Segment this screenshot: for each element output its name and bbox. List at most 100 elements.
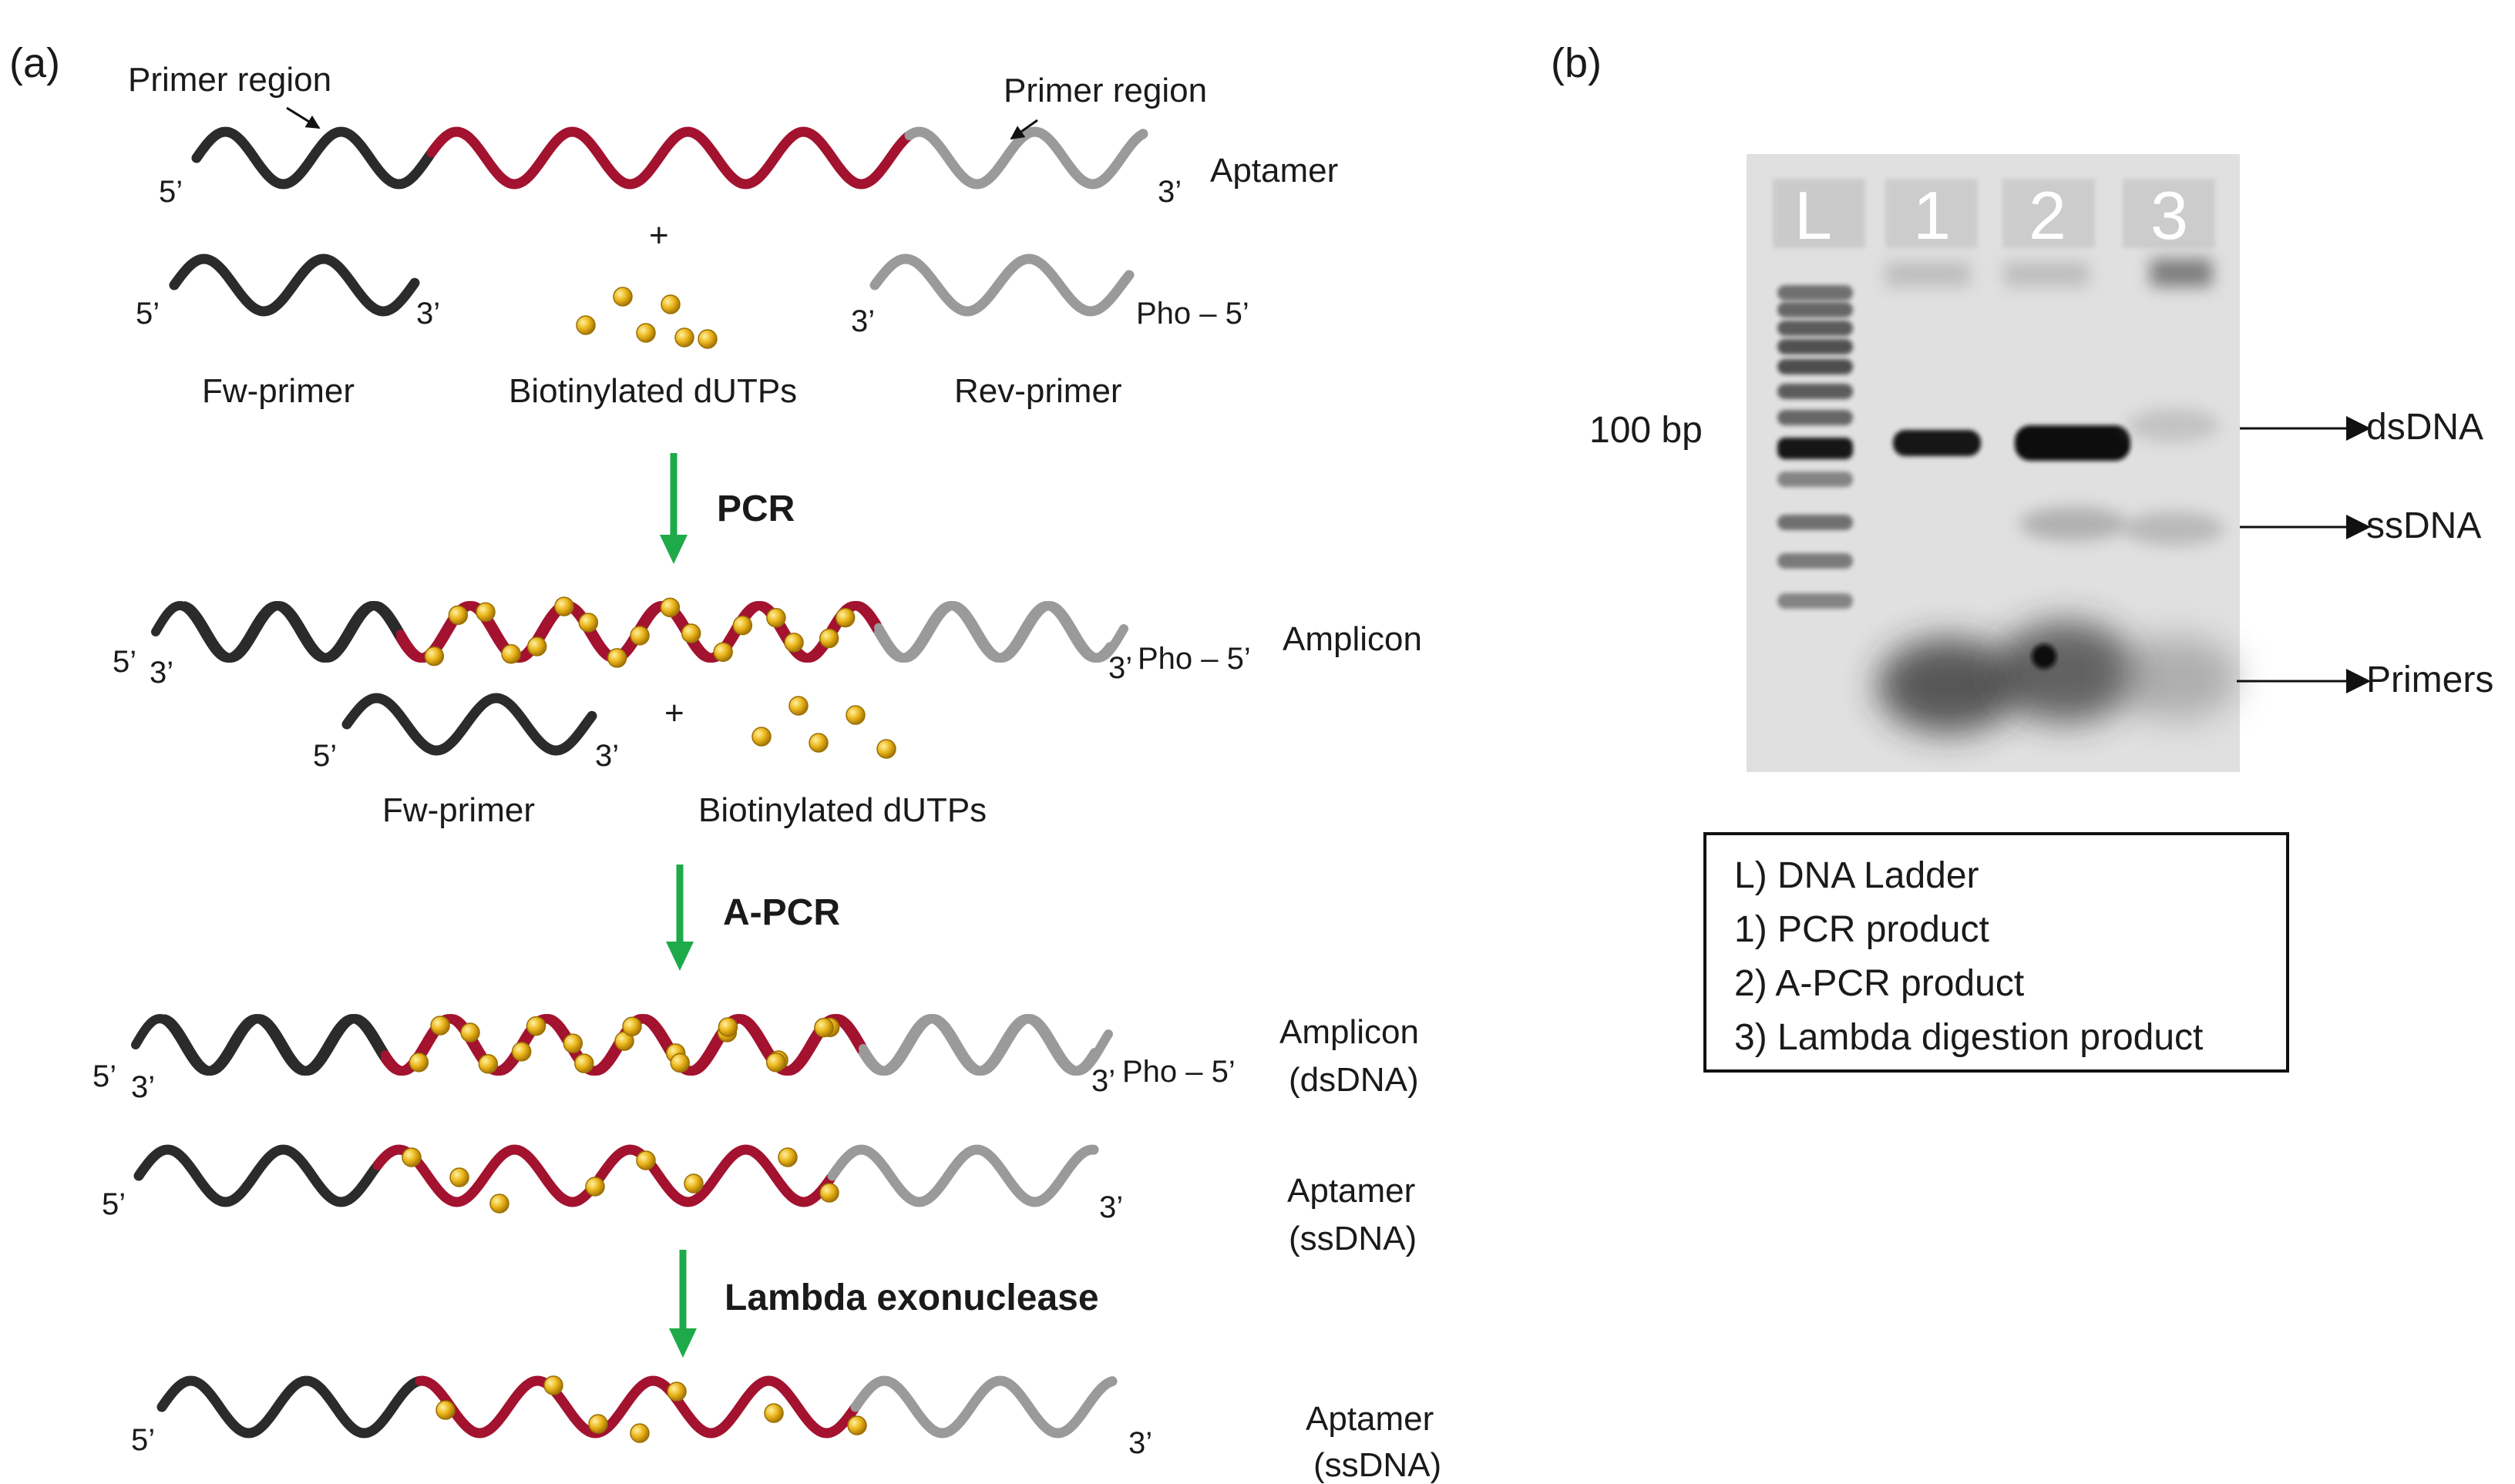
amplicon2-biotin <box>670 1053 690 1073</box>
well-residue-1 <box>1885 262 1970 287</box>
dutp-bead-2 <box>809 733 829 753</box>
amplicon1-biotin <box>630 626 650 646</box>
amplicon1-biotin <box>554 596 574 616</box>
aptamer-ss2-name-line1: Aptamer <box>1306 1400 1434 1438</box>
lane3-faint-band <box>2127 408 2220 442</box>
amplicon1-biotin <box>732 615 753 636</box>
plus-sign-1: + <box>649 217 669 254</box>
amplicon1-biotin <box>660 597 681 618</box>
amplicon1-biotin <box>526 636 547 656</box>
amplicon2-biotin <box>430 1016 450 1036</box>
aptamer-ss2-name-line2: (ssDNA) <box>1313 1446 1441 1484</box>
primer-region-label-right: Primer region <box>1004 72 1207 109</box>
aptamer-template-fw-region <box>191 126 435 190</box>
dutp-bead-1 <box>674 327 694 347</box>
aptamer-ss1-aptamer-region <box>372 1144 836 1207</box>
step-apcr-label: A-PCR <box>723 892 840 933</box>
aptamer-ss2-biotin <box>630 1423 650 1443</box>
primer-region-label-left: Primer region <box>128 61 331 99</box>
fw-primer-strand <box>169 253 420 317</box>
fw-primer2-3prime: 3’ <box>595 739 619 773</box>
ladder-band <box>1777 384 1853 399</box>
lane-label-ladder: L <box>1794 177 1832 253</box>
aptamer-ss2-fw-region <box>156 1375 424 1439</box>
amplicon1-name: Amplicon <box>1283 620 1422 658</box>
amplicon1-biotin <box>766 608 786 628</box>
amplicon2-biotin <box>460 1022 480 1042</box>
aptamer-ss1-3prime: 3’ <box>1099 1190 1123 1224</box>
apcr-arrow-head <box>666 942 694 971</box>
plus-sign-2: + <box>664 694 684 732</box>
amplicon1-bottom-rev-region <box>874 600 1128 663</box>
aptamer-ss2-biotin <box>435 1400 456 1420</box>
ladder-band <box>1777 593 1853 609</box>
amplicon2-biotin <box>478 1053 499 1074</box>
rev-primer-3prime: 3’ <box>851 304 875 338</box>
well-lane-3 <box>2123 179 2215 248</box>
aptamer-ss1-name-line1: Aptamer <box>1287 1172 1415 1210</box>
ladder-band <box>1777 472 1853 487</box>
primers-arrowhead <box>2346 669 2371 693</box>
amplicon2-biotin <box>718 1017 738 1037</box>
amplicon2-name-line2: (dsDNA) <box>1289 1061 1419 1099</box>
amplicon2-biotin <box>622 1016 642 1037</box>
amplicon1-3prime-right: 3’ <box>1108 651 1132 685</box>
aptamer-ss1-rev-region <box>827 1144 1099 1207</box>
dutp-bead-2 <box>751 727 772 747</box>
amplicon1-biotin <box>713 642 733 662</box>
aptamer-ss1-biotin <box>778 1147 798 1167</box>
ladder-band <box>1777 321 1853 336</box>
aptamer-ss1-name-line2: (ssDNA) <box>1289 1220 1417 1257</box>
fw-primer2-strand <box>341 693 597 756</box>
legend-item-apcr: 2) A-PCR product <box>1734 963 2025 1004</box>
dsdna-band-label: dsDNA <box>2366 407 2483 448</box>
dsdna-arrowhead <box>2346 416 2371 441</box>
fw-primer-5prime: 5’ <box>136 297 160 331</box>
ladder-band <box>1777 302 1853 317</box>
aptamer-3prime-label: 3’ <box>1158 175 1182 209</box>
aptamer-template-aptamer-region <box>426 126 913 190</box>
aptamer-ss2-biotin <box>588 1414 608 1434</box>
aptamer-ss1-biotin <box>819 1183 839 1203</box>
lane2-ssdna-band <box>2019 507 2127 541</box>
ladder-band <box>1777 339 1853 354</box>
amplicon2-bottom-rev-region <box>859 1013 1113 1076</box>
ladder-band <box>1777 410 1853 425</box>
amplicon2-3prime-left: 3’ <box>131 1070 155 1104</box>
aptamer-name-label: Aptamer <box>1210 152 1338 190</box>
amplicon2-biotin <box>765 1052 786 1073</box>
process-arrows <box>660 453 697 1358</box>
ladder-band <box>1777 285 1853 300</box>
dutp-bead-1 <box>661 294 681 314</box>
pcr-arrow-head <box>660 535 688 564</box>
amplicon1-biotin <box>681 623 701 643</box>
dutp-bead-2 <box>846 705 866 725</box>
legend-item-lambda: 3) Lambda digestion product <box>1734 1017 2204 1058</box>
amplicon2-biotin <box>563 1033 583 1053</box>
fw-primer2-5prime: 5’ <box>313 739 337 773</box>
amplicon2-biotin <box>511 1042 532 1062</box>
dutp-bead-1 <box>636 323 656 343</box>
lane1-dsdna-band <box>1893 430 1981 456</box>
well-lane-1 <box>1885 179 1978 248</box>
step-lambda-label: Lambda exonuclease <box>725 1278 1099 1318</box>
biotinylated-dutps-label-1: Biotinylated dUTPs <box>509 372 797 410</box>
amplicon1-biotin <box>424 646 445 666</box>
aptamer-ss1-biotin <box>684 1173 704 1194</box>
ssdna-band-label: ssDNA <box>2366 505 2481 546</box>
lane2-primer-band <box>1995 621 2137 723</box>
dutp-bead-1 <box>613 287 633 307</box>
aptamer-ss1-biotin <box>585 1177 605 1197</box>
amplicon2-3prime-right: 3’ <box>1091 1064 1115 1098</box>
amplicon1-5prime: 5’ <box>113 645 136 679</box>
lane1-primer-band <box>1878 638 2019 734</box>
aptamer-ss1-biotin <box>489 1194 509 1214</box>
ladder-band <box>1777 438 1853 459</box>
amplicon1-biotin <box>448 605 469 626</box>
aptamer-ss1-biotin <box>636 1150 656 1170</box>
aptamer-ss1-biotin <box>449 1167 469 1187</box>
lane-label-1: 1 <box>1913 177 1951 253</box>
fw-primer-3prime: 3’ <box>416 297 440 331</box>
primers-band-label: Primers <box>2366 660 2493 700</box>
